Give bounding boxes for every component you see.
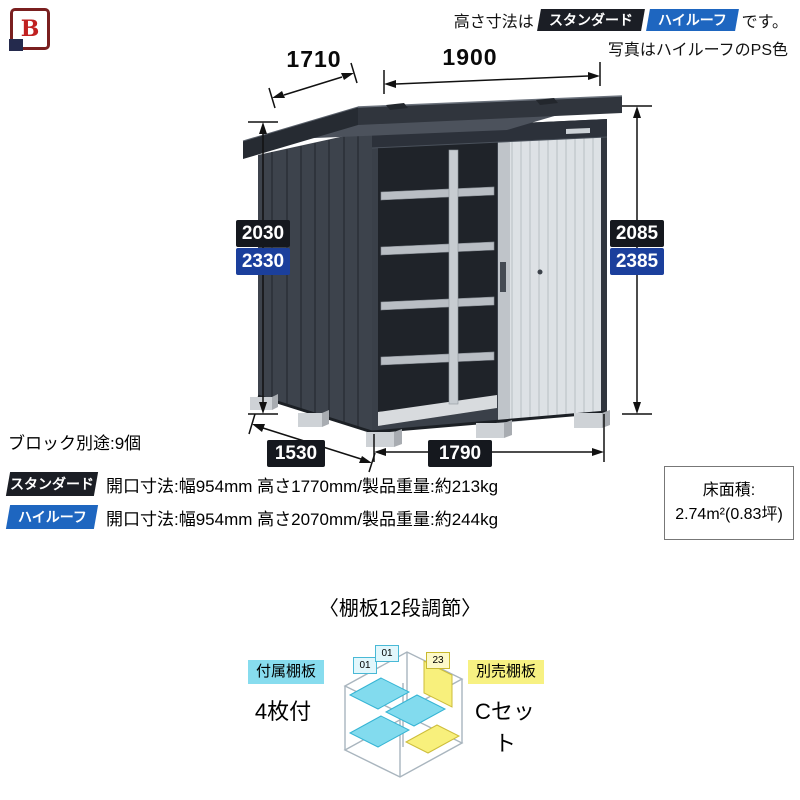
shelf-adjust-title: 〈棚板12段調節〉 xyxy=(318,598,482,620)
base-rail xyxy=(371,410,608,434)
dim-height-right-standard: 2085 xyxy=(610,220,664,247)
height-note: 高さ寸法は スタンダード ハイルーフ です。 xyxy=(454,8,788,32)
shelf-position-chip: 23 xyxy=(426,652,450,669)
highroof-badge: ハイルーフ xyxy=(5,505,99,529)
shelf-position-chip: 01 xyxy=(375,645,399,662)
standard-badge: スタンダード xyxy=(5,472,99,496)
highroof-badge-label: ハイルーフ xyxy=(17,509,87,525)
left-wall-panels xyxy=(271,133,359,428)
optional-shelf-badge: 別売棚板 xyxy=(468,660,545,684)
block-note: ブロック別途:9個 xyxy=(8,434,142,453)
standard-badge-label: スタンダード xyxy=(10,476,94,492)
floor-area-label: 床面積: xyxy=(702,482,756,499)
door-lock xyxy=(537,269,543,275)
sliding-door xyxy=(498,119,607,424)
brand-mark xyxy=(566,128,590,134)
photo-color-note: 写真はハイルーフのPS色 xyxy=(607,42,788,59)
brand-logo-letter: B xyxy=(20,16,40,42)
roof-vent xyxy=(536,98,558,105)
header-band-edge xyxy=(371,136,608,149)
roof xyxy=(242,95,623,159)
included-shelves xyxy=(348,677,447,748)
dim-height-left-highroof: 2330 xyxy=(236,248,290,275)
highroof-badge-label: ハイルーフ xyxy=(657,12,727,28)
brand-logo-tab xyxy=(9,39,23,51)
dim-width-bottom: 1790 xyxy=(428,440,492,467)
spec-text-highroof: 開口寸法:幅954mm 高さ2070mm/製品重量:約244kg xyxy=(106,509,499,529)
included-shelf-count: 4枚付 xyxy=(254,699,312,724)
foundation-blocks xyxy=(250,394,610,447)
included-shelf-badge: 付属棚板 xyxy=(248,660,325,684)
shed-illustration xyxy=(242,95,623,447)
floor-area-value: 2.74m²(0.83坪) xyxy=(675,506,783,523)
dim-depth-top: 1710 xyxy=(286,46,342,72)
spec-row-highroof: ハイルーフ 開口寸法:幅954mm 高さ2070mm/製品重量:約244kg xyxy=(5,503,499,531)
standard-badge: スタンダード xyxy=(536,9,645,31)
interior-floor xyxy=(378,395,497,426)
height-note-prefix: 高さ寸法は xyxy=(453,14,534,31)
dim-width-top: 1900 xyxy=(442,44,498,70)
roof-vent xyxy=(386,103,408,110)
dim-depth-bottom: 1530 xyxy=(267,440,325,467)
spec-row-standard: スタンダード 開口寸法:幅954mm 高さ1770mm/製品重量:約213kg xyxy=(5,470,499,498)
floor-area-box: 床面積: 2.74m²(0.83坪) xyxy=(664,466,794,540)
dim-height-left-standard: 2030 xyxy=(236,220,290,247)
door-handle xyxy=(500,262,506,292)
shelf-position-chip: 01 xyxy=(353,657,377,674)
optional-shelf-set: Cセット xyxy=(475,699,535,756)
dim-height-right-highroof: 2385 xyxy=(610,248,664,275)
shelf-support-post xyxy=(448,149,459,405)
front-header-band xyxy=(372,119,607,148)
spec-text-standard: 開口寸法:幅954mm 高さ1770mm/製品重量:約213kg xyxy=(106,476,499,496)
height-note-suffix: です。 xyxy=(741,14,788,31)
standard-badge-label: スタンダード xyxy=(548,12,633,28)
highroof-badge: ハイルーフ xyxy=(645,9,739,31)
dimension-lines xyxy=(248,62,652,473)
optional-shelves xyxy=(404,660,461,754)
brand-logo: B xyxy=(9,8,50,51)
shelf-layout-diagram xyxy=(343,651,464,778)
door-right-frame xyxy=(601,119,607,412)
interior-opening xyxy=(378,141,497,426)
